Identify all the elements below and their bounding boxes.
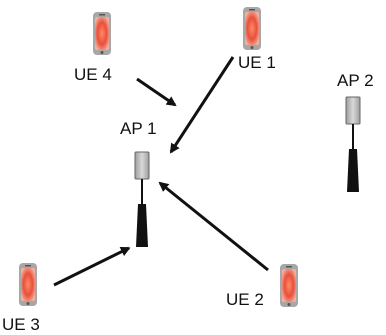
mobile-phone-icon xyxy=(93,12,111,55)
mobile-phone-icon xyxy=(280,264,298,307)
ue3-label: UE 3 xyxy=(2,315,40,334)
arrows xyxy=(53,56,269,287)
ue4-phone xyxy=(93,12,111,55)
arrow-ue1-ap1 xyxy=(169,56,235,154)
ue2-phone xyxy=(280,264,298,307)
ue4-label: UE 4 xyxy=(74,65,112,84)
arrow-ue4-ap1 xyxy=(136,77,177,107)
ue1-phone xyxy=(243,7,261,50)
arrow-ue2-ap1 xyxy=(158,181,269,272)
ap2-label: AP 2 xyxy=(337,71,374,90)
access-point-antenna-icon xyxy=(345,96,361,192)
access-point-antenna-icon xyxy=(134,151,150,247)
ue1-label: UE 1 xyxy=(238,53,276,72)
ue3-phone xyxy=(19,263,37,306)
mobile-phone-icon xyxy=(19,263,37,306)
ap1-label: AP 1 xyxy=(120,119,157,138)
arrow-ue3-ap1 xyxy=(53,246,131,287)
mobile-phone-icon xyxy=(243,7,261,50)
ap1-device xyxy=(134,151,150,247)
ap2-device xyxy=(345,96,361,192)
ue2-label: UE 2 xyxy=(226,290,264,309)
